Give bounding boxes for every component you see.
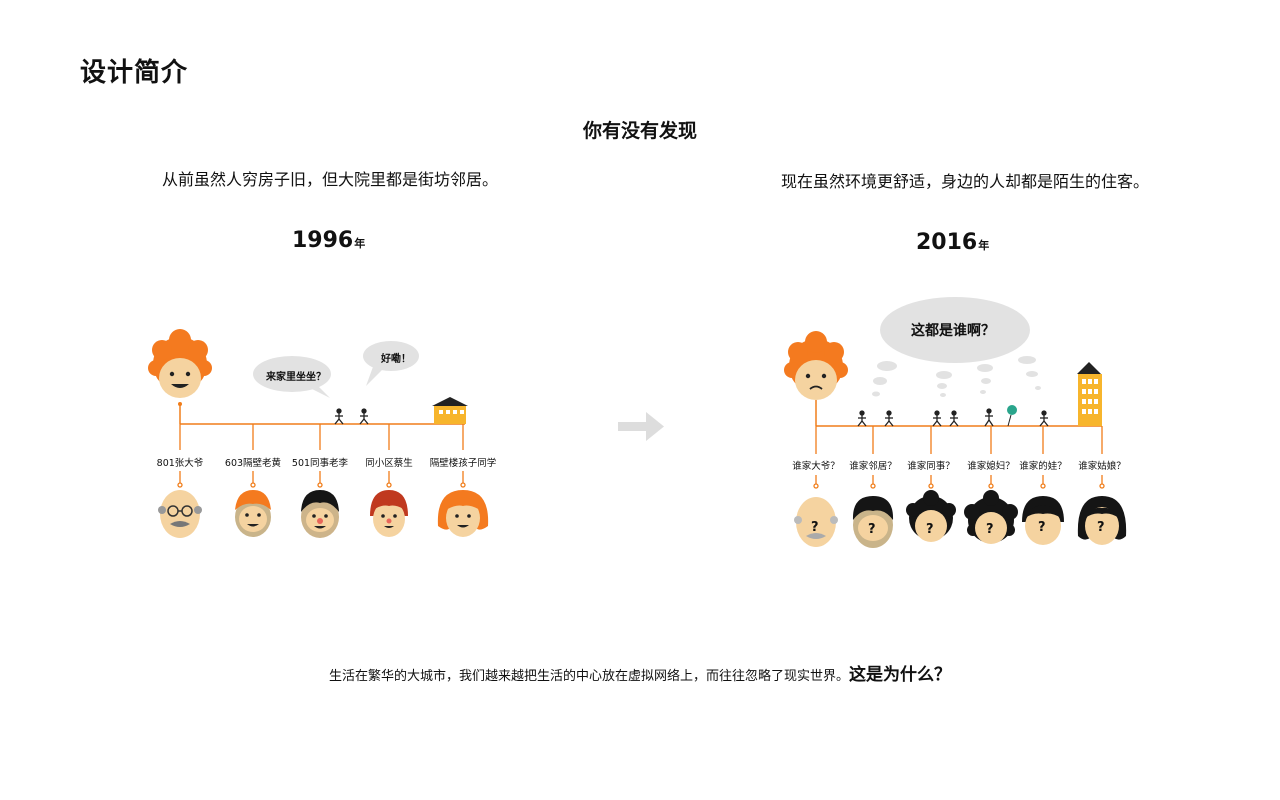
label-whose-girl: 谁家姑娘？: [1078, 461, 1126, 472]
arrow-right-icon: [618, 412, 664, 441]
unknown-mark: ?: [1038, 520, 1046, 535]
avatar-orange-frowning-icon: [784, 331, 848, 400]
section-heading: 你有没有发现: [582, 120, 697, 142]
unknown-mark: ?: [986, 522, 994, 537]
avatar-neighbor-cai-icon: [370, 490, 408, 537]
diagram-2016: [784, 297, 1127, 548]
avatar-child-classmate-icon: [437, 490, 489, 537]
footer-text: 生活在繁华的大城市，我们越来越把生活的中心放在虚拟网络上，而往往忽略了现实世界。…: [0, 660, 1280, 685]
avatar-orange-smiling-icon: [148, 329, 212, 398]
avatar-unknown-colleague-icon: [906, 490, 956, 542]
label-classmate: 隔壁楼孩子同学: [429, 458, 497, 469]
unknown-mark: ?: [1097, 520, 1105, 535]
speech-bubble-2-text: 好嘞！: [381, 354, 411, 365]
year-2016: 2016年: [916, 230, 990, 255]
walking-person-icon: [334, 408, 369, 425]
unknown-mark: ?: [926, 522, 934, 537]
thought-bubble: [872, 297, 1041, 397]
label-whose-neighbor: 谁家邻居？: [849, 461, 897, 472]
intro-right: 现在虽然环境更舒适，身边的人却都是陌生的住客。: [780, 172, 1149, 191]
avatar-unknown-wife-icon: [964, 490, 1018, 544]
unknown-mark: ?: [811, 520, 819, 535]
label-huang: 603隔壁老黄: [224, 458, 282, 469]
avatar-neighbor-huang-icon: [235, 490, 271, 537]
walking-person-icon: [857, 408, 1049, 427]
year-1996: 1996年: [292, 228, 366, 253]
diagram-1996: [148, 329, 489, 538]
label-whose-wife: 谁家媳妇？: [967, 461, 1015, 472]
label-whose-colleague: 谁家同事？: [907, 461, 955, 472]
house-icon: [432, 397, 468, 424]
avatar-unknown-grandpa-icon: [794, 497, 838, 547]
intro-left: 从前虽然人穷房子旧，但大院里都是街坊邻居。: [161, 170, 498, 189]
speech-bubble-2: [363, 341, 419, 386]
footer-emphasis: 这是为什么？: [849, 665, 951, 685]
avatar-grandpa-icon: [158, 490, 202, 538]
avatar-unknown-child-icon: [1022, 496, 1064, 545]
label-li: 501同事老李: [291, 458, 349, 469]
avatar-colleague-li-icon: [301, 490, 339, 538]
avatar-unknown-girl-icon: [1077, 496, 1127, 545]
balloon-icon: [1007, 405, 1017, 427]
unknown-mark: ?: [868, 522, 876, 537]
speech-bubble-1-text: 来家里坐坐？: [266, 372, 326, 383]
page-title: 设计简介: [80, 58, 189, 88]
label-whose-grandpa: 谁家大爷？: [792, 461, 840, 472]
thought-bubble-text: 这都是谁啊？: [911, 323, 995, 339]
label-cai: 同小区蔡生: [365, 458, 413, 469]
footer-body: 生活在繁华的大城市，我们越来越把生活的中心放在虚拟网络上，而往往忽略了现实世界。: [328, 669, 849, 684]
label-zhang-daye: 801张大爷: [156, 458, 204, 469]
speech-bubble-1: [253, 356, 331, 398]
label-whose-child: 谁家的娃？: [1019, 461, 1067, 472]
building-icon: [1077, 362, 1102, 426]
avatar-unknown-neighbor-icon: [852, 496, 894, 548]
